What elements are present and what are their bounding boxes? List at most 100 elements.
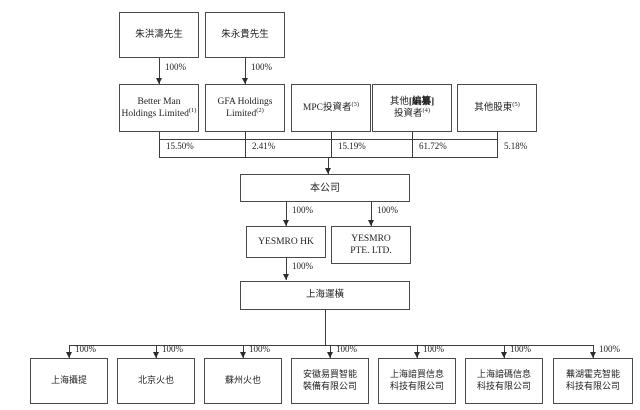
connector-line (159, 139, 498, 140)
arrow-down-icon (240, 352, 246, 358)
shareholder-name: MPC投資者(3) (302, 100, 360, 113)
connector-line (330, 345, 331, 358)
arrow-down-icon (242, 78, 248, 84)
wfoe-name: 上海運橫 (305, 290, 344, 301)
subsidiary-name: 蘇州火也 (224, 375, 261, 386)
subsidiary-name: 科技有限公司 (565, 381, 620, 391)
connector-line (328, 157, 329, 174)
shareholder-name: 其他股東(5) (474, 100, 520, 113)
ownership-pct: 100% (162, 344, 183, 354)
ownership-pct: 100% (251, 62, 272, 72)
connector-line (286, 258, 287, 280)
arrow-down-icon (327, 352, 333, 358)
ownership-pct: 100% (336, 344, 357, 354)
arrow-down-icon (283, 220, 289, 226)
connector-line (593, 345, 594, 358)
founder-name: 朱永貴先生 (221, 29, 269, 40)
arrow-down-icon (501, 352, 507, 358)
subsidiary-name: 上海諳碼信息 (476, 369, 531, 380)
subsidiary-box-wuhu-huoke: 蕪湖霍克智能 科技有限公司 (553, 358, 633, 404)
subsidiary-name: PTE. LTD. (350, 246, 392, 256)
shareholder-box-other-redacted-investors: 其他[編纂] 投資者(4) (372, 84, 452, 132)
company-box: 本公司 (240, 174, 410, 202)
shareholder-box-better-man: Better Man Holdings Limited(1) (119, 84, 199, 132)
founder-box-zhu-yonggui: 朱永貴先生 (205, 12, 285, 58)
subsidiary-name: YESMRO (351, 233, 391, 244)
connector-line (159, 132, 160, 157)
note-ref: (3) (351, 100, 360, 108)
ownership-pct: 15.50% (166, 141, 194, 151)
shareholder-name: 其他[編纂] (389, 96, 435, 107)
subsidiary-name: 科技有限公司 (389, 381, 444, 391)
arrow-down-icon (153, 352, 159, 358)
shareholder-box-mpc-investors: MPC投資者(3) (291, 84, 371, 132)
subsidiary-name: 上海攝提 (50, 375, 87, 386)
ownership-pct: 100% (75, 344, 96, 354)
connector-line (504, 345, 505, 358)
founder-name: 朱洪濤先生 (135, 29, 183, 40)
subsidiary-name: 安徽易買智能 (302, 369, 357, 380)
company-name: 本公司 (310, 182, 340, 194)
wfoe-box-shanghai: 上海運橫 (240, 281, 410, 310)
ownership-pct: 100% (292, 261, 313, 271)
shareholder-box-gfa: GFA Holdings Limited(2) (205, 84, 285, 132)
subsidiary-box-shanghai-anma: 上海諳碼信息 科技有限公司 (465, 358, 543, 404)
connector-line (245, 58, 246, 84)
arrow-down-icon (66, 352, 72, 358)
ownership-pct: 100% (423, 344, 444, 354)
subsidiary-name: 裝備有限公司 (302, 381, 357, 391)
connector-line (371, 202, 372, 226)
connector-line (412, 132, 413, 157)
ownership-pct: 100% (510, 344, 531, 354)
subsidiary-name: 上海諳買信息 (389, 369, 444, 380)
connector-line (325, 310, 326, 345)
subsidiary-box-anhui-yimai: 安徽易買智能 裝備有限公司 (291, 358, 369, 404)
subsidiary-box-yesmro-pte: YESMRO PTE. LTD. (331, 226, 411, 264)
ownership-pct: 100% (599, 344, 620, 354)
note-ref: (2) (256, 106, 264, 114)
ownership-pct: 2.41% (252, 141, 276, 151)
shareholder-name: Holdings Limited(1) (121, 106, 197, 119)
connector-line (331, 132, 332, 157)
connector-line (156, 345, 157, 358)
ownership-pct: 100% (377, 205, 398, 215)
ownership-pct: 61.72% (419, 141, 447, 151)
subsidiary-box-shanghai-sheti: 上海攝提 (30, 358, 108, 404)
arrow-down-icon (368, 220, 374, 226)
arrow-down-icon (590, 352, 596, 358)
note-ref: (5) (512, 100, 520, 108)
redacted-tag: [編纂] (408, 96, 435, 107)
shareholder-name: Better Man (137, 96, 181, 107)
shareholder-box-other-shareholders: 其他股東(5) (457, 84, 537, 132)
connector-line (417, 345, 418, 358)
connector-line (159, 58, 160, 84)
arrow-down-icon (414, 352, 420, 358)
subsidiary-box-yesmro-hk: YESMRO HK (246, 226, 326, 258)
subsidiary-name: 科技有限公司 (476, 381, 531, 391)
connector-line (245, 132, 246, 157)
subsidiary-box-suzhou-huoye: 蘇州火也 (204, 358, 282, 404)
ownership-pct: 100% (292, 205, 313, 215)
arrow-down-icon (325, 168, 331, 174)
subsidiary-box-shanghai-anmai: 上海諳買信息 科技有限公司 (378, 358, 456, 404)
connector-line (243, 345, 244, 358)
arrow-down-icon (156, 78, 162, 84)
shareholder-name: 投資者(4) (393, 106, 431, 119)
note-ref: (1) (188, 106, 197, 114)
shareholder-name: GFA Holdings (217, 96, 273, 107)
connector-line (69, 345, 70, 358)
shareholder-name: Limited(2) (226, 106, 264, 119)
connector-line (286, 202, 287, 226)
subsidiary-name: 北京火也 (137, 375, 174, 386)
ownership-pct: 5.18% (504, 141, 528, 151)
connector-line (69, 345, 593, 346)
subsidiary-box-beijing-huoye: 北京火也 (117, 358, 195, 404)
arrow-down-icon (283, 274, 289, 280)
ownership-pct: 15.19% (338, 141, 366, 151)
connector-line (497, 132, 498, 157)
founder-box-zhu-hongtao: 朱洪濤先生 (119, 12, 199, 58)
subsidiary-name: 蕪湖霍克智能 (565, 369, 620, 380)
ownership-pct: 100% (165, 62, 186, 72)
note-ref: (4) (422, 106, 431, 114)
